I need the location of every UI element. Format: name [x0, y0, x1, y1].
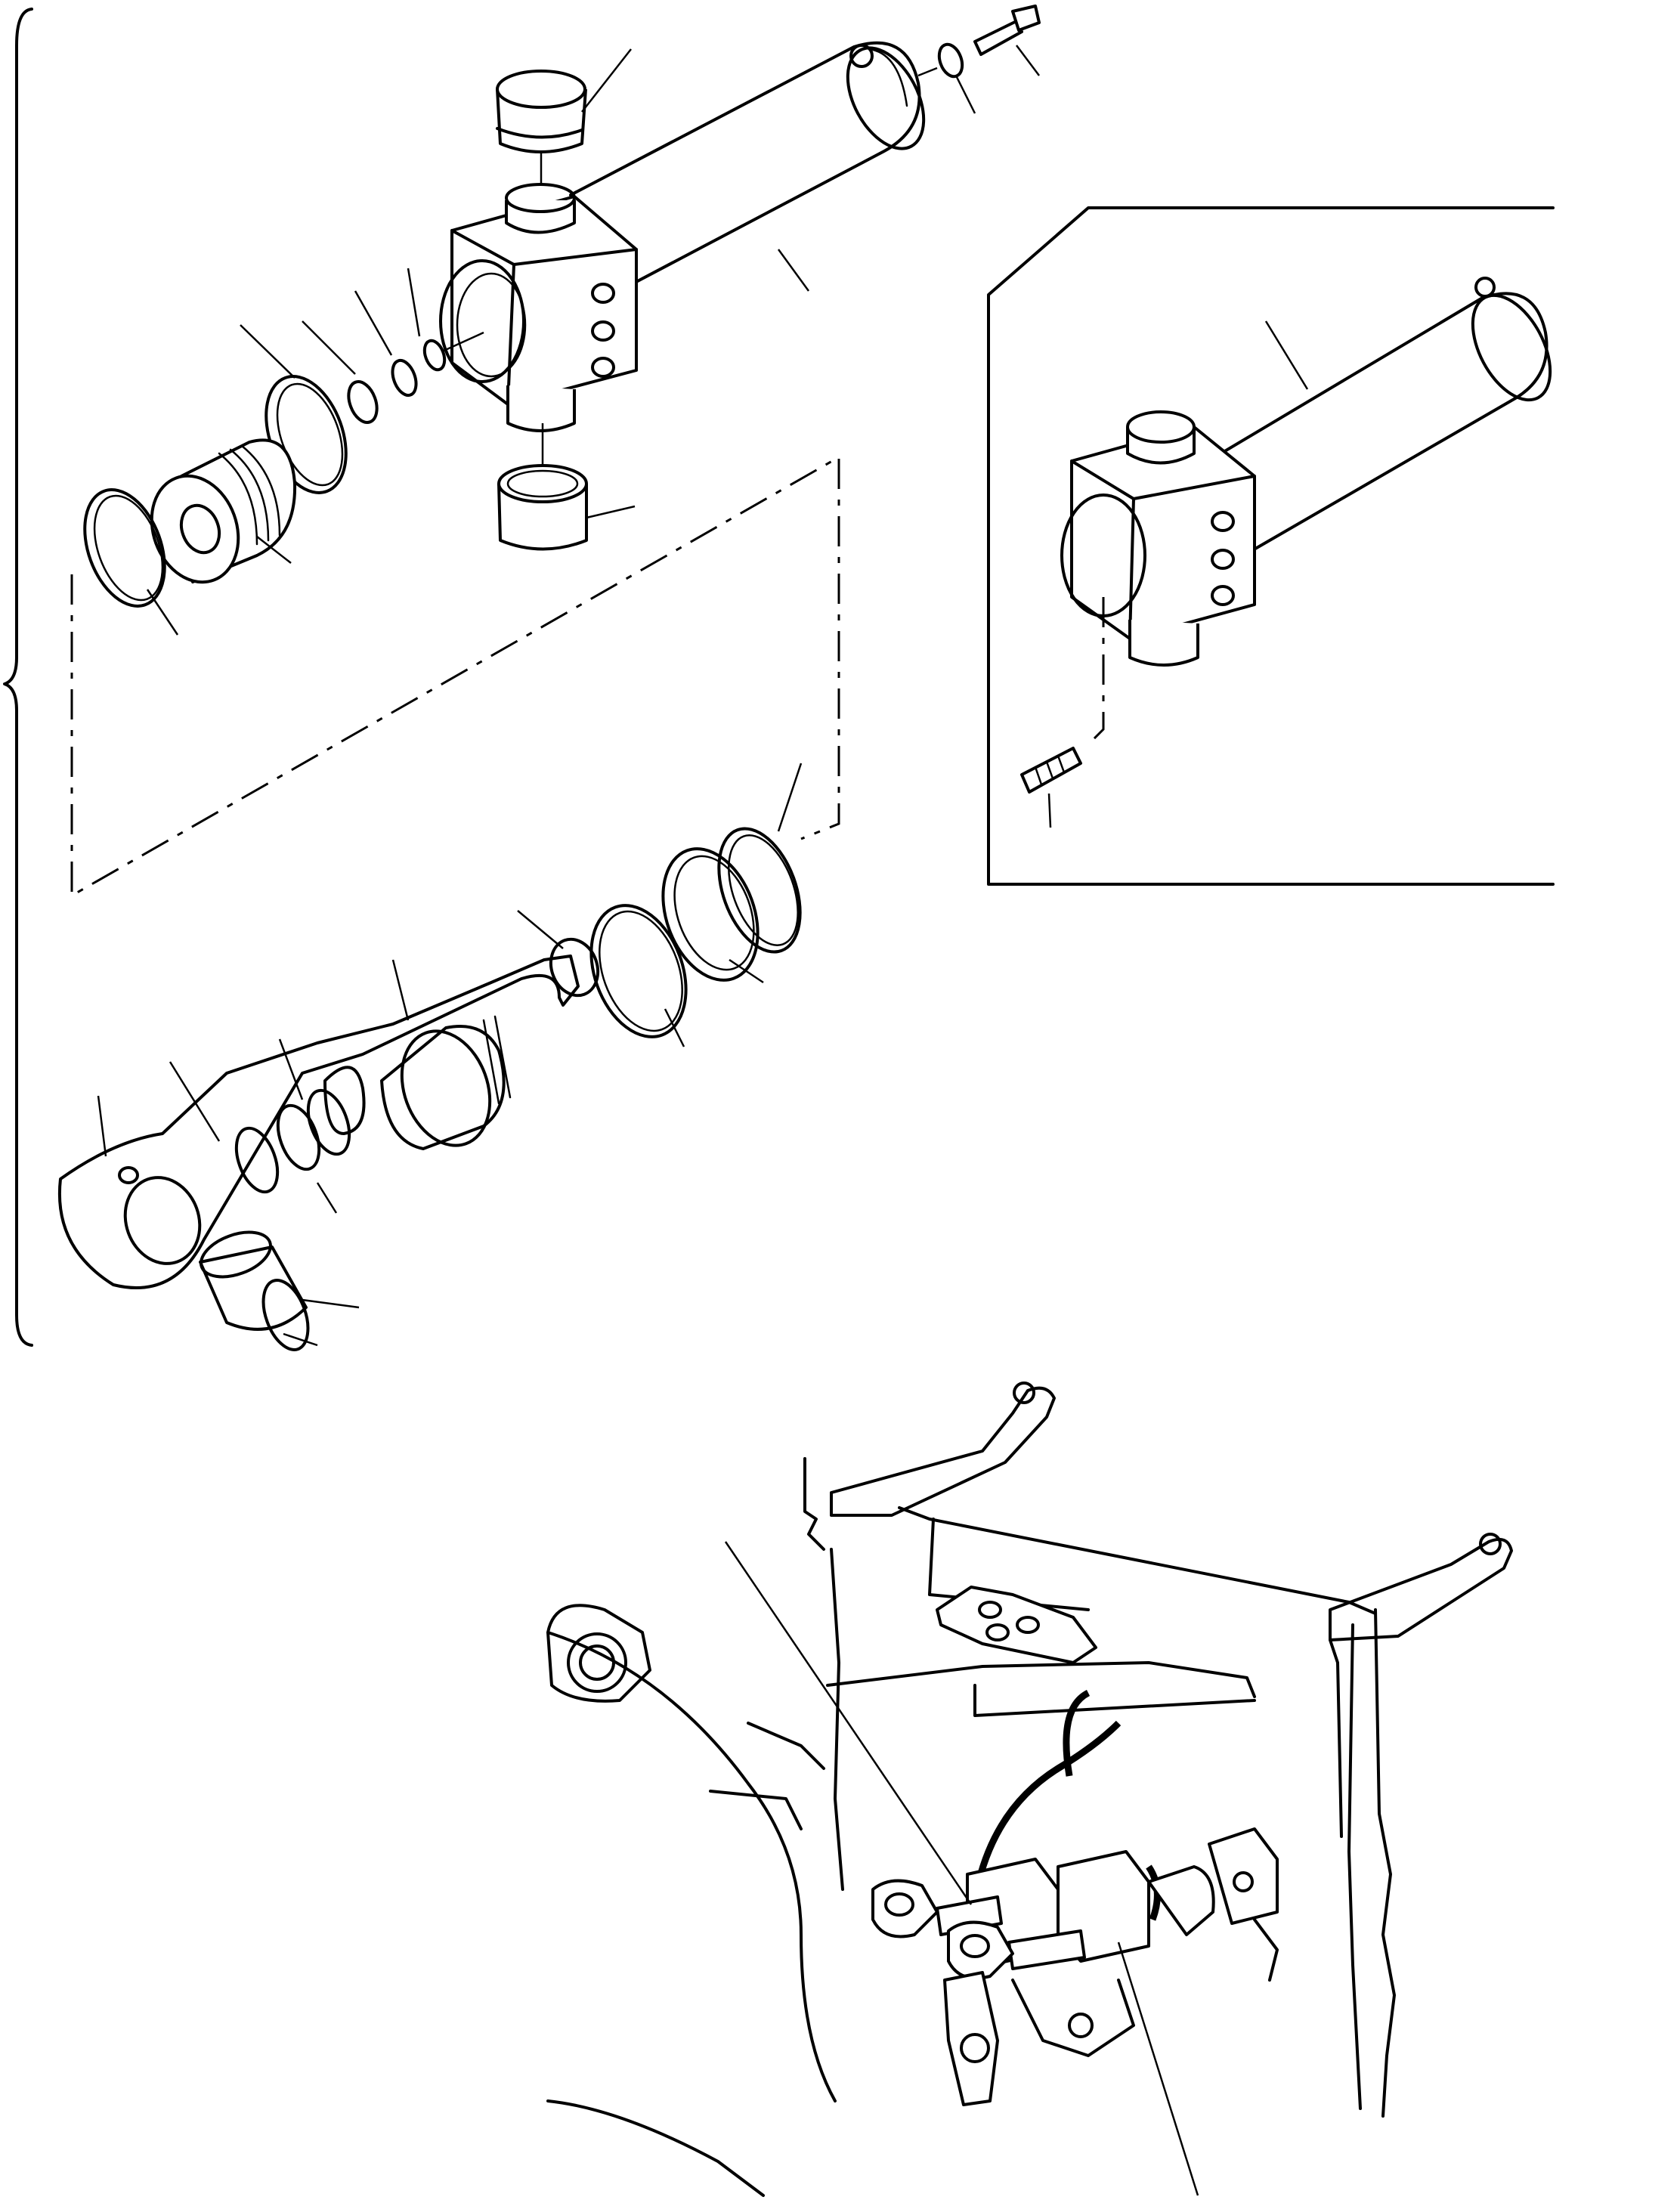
piston-rod — [57, 955, 580, 1289]
upper-bushing — [496, 48, 632, 185]
machine-installation-view — [546, 1382, 1513, 2197]
rod-seal-rings — [517, 763, 803, 1047]
group-brace — [3, 8, 33, 1347]
grease-fitting — [1020, 747, 1082, 828]
bleed-screw — [917, 5, 1041, 114]
small-rings — [302, 268, 484, 424]
hidden-line-route — [70, 455, 840, 898]
cylinder-assembly-inset — [987, 206, 1555, 886]
rod-end-bushing — [199, 1230, 360, 1351]
cylinder-head-block — [439, 183, 638, 432]
piston — [150, 438, 297, 584]
cylinder-tube — [569, 41, 926, 300]
lower-bushing — [497, 423, 636, 551]
cylinder-exploded-view — [57, 5, 1041, 1351]
wear-ring — [83, 488, 179, 636]
